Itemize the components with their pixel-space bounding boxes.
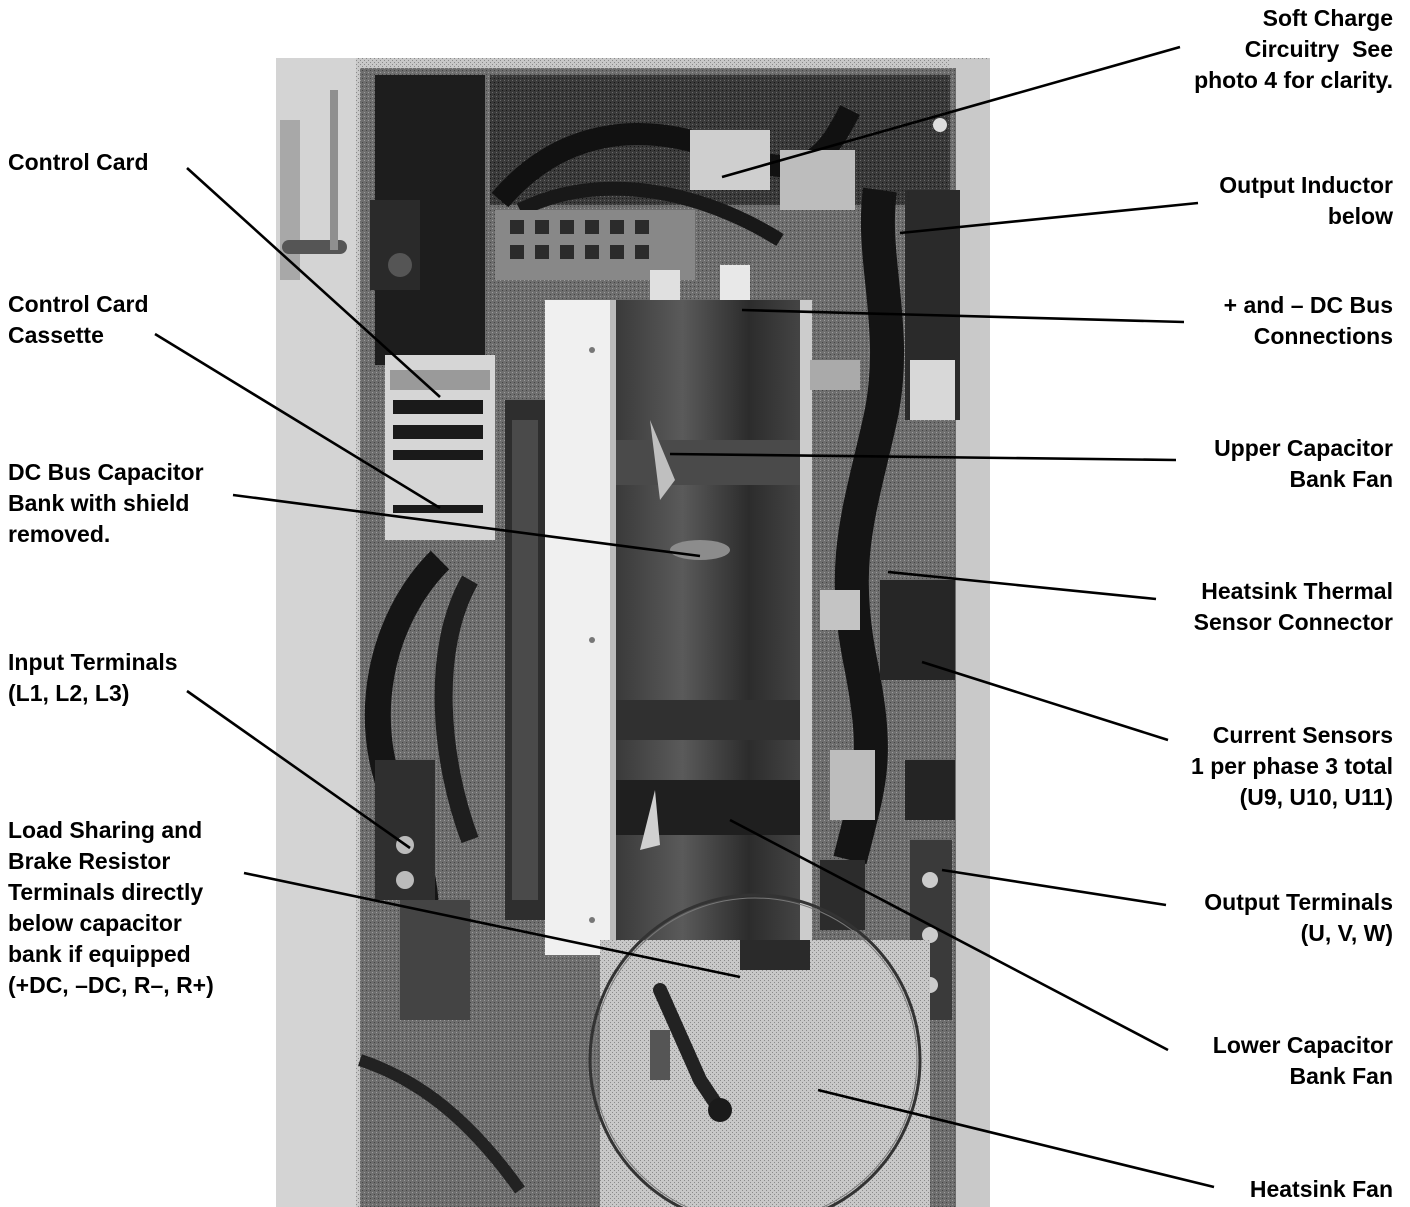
callout-heatsink-fan: Heatsink Fan	[1249, 1176, 1393, 1202]
callout-current-sensors: Current Sensors 1 per phase 3 total (U9,…	[1191, 722, 1393, 810]
right-components	[820, 187, 960, 1020]
callout-input-terminals: Input Terminals (L1, L2, L3)	[8, 649, 178, 706]
callout-heatsink-thermal-sensor: Heatsink Thermal Sensor Connector	[1193, 578, 1393, 635]
callout-upper-capacitor-fan: Upper Capacitor Bank Fan	[1214, 435, 1393, 492]
heatsink-fan	[588, 893, 930, 1207]
callout-control-card-cassette: Control Card Cassette	[8, 291, 149, 348]
callout-lower-capacitor-fan: Lower Capacitor Bank Fan	[1212, 1032, 1393, 1089]
left-components	[358, 550, 525, 1194]
capacitor-bank	[616, 300, 860, 940]
callout-load-sharing-brake-terminals: Load Sharing and Brake Resistor Terminal…	[8, 817, 214, 998]
callout-dc-bus-connections: + and – DC Bus Connections	[1223, 292, 1393, 349]
callout-output-terminals: Output Terminals (U, V, W)	[1204, 889, 1393, 946]
callout-output-inductor: Output Inductor below	[1219, 172, 1393, 229]
callout-dc-bus-capacitor-bank: DC Bus Capacitor Bank with shield remove…	[8, 459, 204, 547]
callout-control-card: Control Card	[8, 149, 149, 175]
center-plate	[505, 300, 616, 955]
top-control-section	[370, 75, 950, 365]
callout-soft-charge-circuitry: Soft Charge Circuitry See photo 4 for cl…	[1194, 5, 1393, 93]
leader-lines	[154, 45, 1215, 1189]
